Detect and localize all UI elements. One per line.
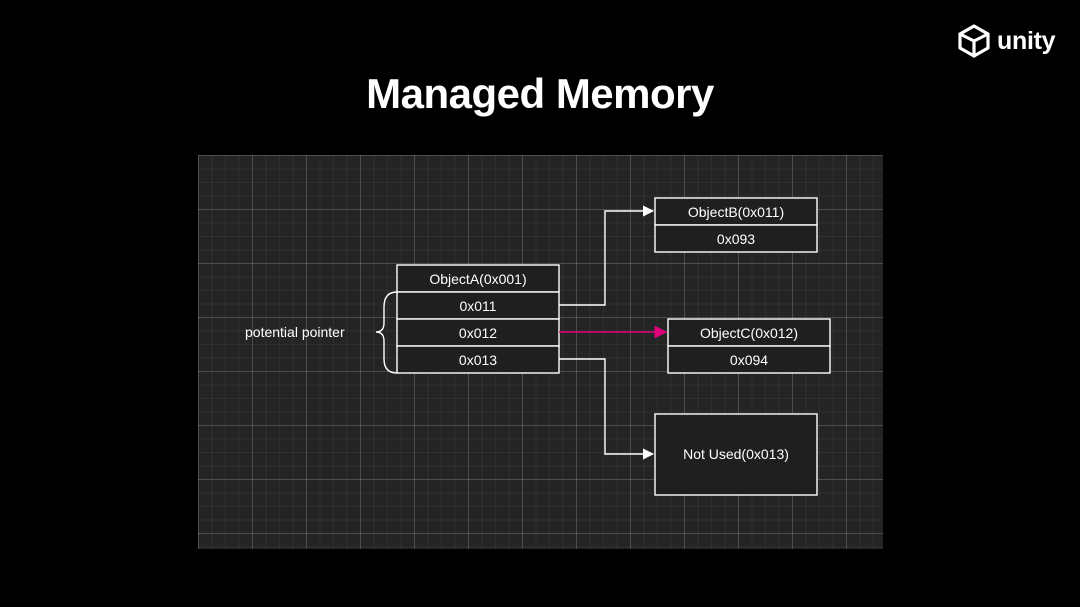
object-b: ObjectB(0x011) 0x093 bbox=[654, 197, 818, 253]
slide-title: Managed Memory bbox=[366, 70, 714, 117]
object-c-value-cell bbox=[667, 345, 831, 374]
not-used-cell bbox=[654, 413, 818, 496]
object-b-value: 0x093 bbox=[717, 231, 755, 247]
unity-cube-icon bbox=[958, 24, 990, 58]
unity-logo: unity bbox=[957, 24, 1056, 58]
memory-diagram: potential pointer ObjectA(0x001) 0x011 0… bbox=[198, 155, 883, 549]
brace bbox=[375, 291, 398, 374]
not-used-label: Not Used(0x013) bbox=[683, 446, 789, 462]
object-a-header: ObjectA(0x001) bbox=[429, 271, 526, 287]
object-b-value-cell bbox=[654, 224, 818, 253]
object-a: ObjectA(0x001) 0x011 0x012 0x013 bbox=[396, 264, 560, 374]
object-a-field-2: 0x012 bbox=[459, 325, 497, 341]
object-c-value: 0x094 bbox=[730, 352, 768, 368]
object-b-header: ObjectB(0x011) bbox=[688, 204, 784, 220]
potential-pointer-label: potential pointer bbox=[245, 324, 345, 340]
object-c-header: ObjectC(0x012) bbox=[700, 325, 798, 341]
object-a-header-cell bbox=[396, 264, 560, 293]
object-c: ObjectC(0x012) 0x094 bbox=[667, 318, 831, 374]
object-a-field-3: 0x013 bbox=[459, 352, 497, 368]
pointer-arrow-to-not-used bbox=[559, 358, 655, 460]
logo-wordmark: unity bbox=[997, 26, 1056, 55]
object-a-field-1: 0x011 bbox=[459, 298, 496, 314]
pointer-arrow-to-object-b bbox=[559, 205, 655, 306]
object-a-field-cell bbox=[396, 291, 560, 320]
not-used-block: Not Used(0x013) bbox=[654, 413, 818, 496]
